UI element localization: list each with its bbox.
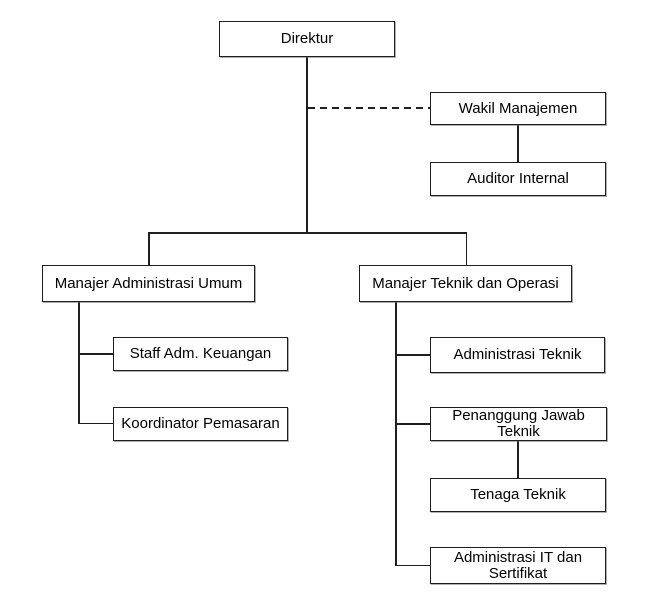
org-node-auditor-internal: Auditor Internal (430, 162, 606, 196)
connector-dashed-wakil-manajemen (308, 107, 430, 109)
connector-spine-left-branch (78, 302, 80, 424)
connector-spine-right-branch (395, 302, 397, 566)
connector-top-horizontal (148, 232, 467, 234)
connector-stub-penanggung-jawab (395, 423, 431, 425)
org-node-koordinator-pemasaran: Koordinator Pemasaran (113, 407, 288, 441)
org-node-staff-adm-keuangan: Staff Adm. Keuangan (113, 337, 288, 371)
connector-direktur-vertical (306, 57, 308, 233)
connector-pjt-tenaga-teknik (517, 441, 519, 478)
org-node-manajer-administrasi-umum: Manajer Administrasi Umum (42, 265, 255, 302)
org-node-tenaga-teknik: Tenaga Teknik (430, 478, 606, 512)
org-node-administrasi-it-dan-sertifikat: Administrasi IT dan Sertifikat (430, 547, 606, 584)
org-node-wakil-manajemen: Wakil Manajemen (430, 92, 606, 125)
connector-stub-koordinator-pemasaran (78, 422, 114, 424)
connector-drop-manajer-teknik (465, 232, 467, 265)
connector-stub-administrasi-teknik (395, 354, 431, 356)
connector-drop-manajer-administrasi (148, 232, 150, 265)
org-node-manajer-teknik-dan-operasi: Manajer Teknik dan Operasi (359, 265, 572, 302)
connector-wakil-auditor (517, 125, 519, 162)
org-node-direktur: Direktur (219, 21, 395, 57)
org-node-penanggung-jawab-teknik: Penanggung Jawab Teknik (430, 407, 607, 441)
org-node-administrasi-teknik: Administrasi Teknik (430, 337, 605, 373)
connector-stub-administrasi-it (395, 564, 431, 566)
connector-stub-staff-adm-keuangan (78, 353, 114, 355)
